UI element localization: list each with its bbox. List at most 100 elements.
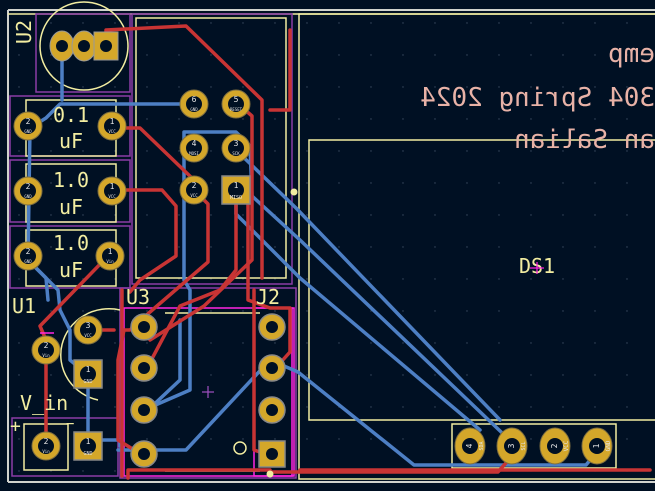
vin-pad-2[interactable]: 2 Vin [31, 431, 61, 461]
board-edge [7, 9, 655, 483]
c3-pad-2[interactable]: 2 GND [13, 241, 43, 271]
c1-pad1-net: VCC [108, 129, 116, 134]
u1-pad-1[interactable]: 1 GND [73, 359, 103, 389]
j2-ref-label: J2 [256, 285, 280, 309]
back-silk-line3: an Salian [514, 125, 655, 155]
j2-pin[interactable] [258, 396, 286, 424]
c2-pad1-num: 1 [110, 182, 115, 191]
c2-value-line2: uF [59, 195, 83, 219]
vin-pad1-net: GND [83, 451, 92, 457]
c2-value-line1: 1.0 [53, 168, 89, 192]
j2-pin[interactable] [258, 313, 286, 341]
u1-pad1-num: 1 [86, 365, 91, 374]
isp-pad-2[interactable]: 2 VCC [179, 175, 209, 205]
isp-pad-3[interactable]: 3 SCK [221, 133, 251, 163]
ds1-anchor-icon [530, 262, 544, 274]
ds1-pin-1[interactable]: 1 GND [581, 427, 613, 465]
c3-value-line2: uF [59, 258, 83, 282]
ds1-pins: 4 SDA 3 SCL 2 VCC 1 GND [454, 427, 613, 465]
back-silk-line2: 304 Spring 2024 [420, 83, 655, 113]
isp-pad1-net: MISO [230, 195, 242, 201]
ds1-pin3-num: 3 [507, 443, 516, 448]
vin-pad1-num: 1 [86, 437, 91, 446]
u3-pin[interactable] [130, 313, 158, 341]
vin-pad-1[interactable]: 1 GND [73, 431, 103, 461]
c1-pad2-net: GND [24, 129, 32, 134]
u2-ref-label: U2 [12, 20, 36, 44]
fab-u3-outer [119, 287, 297, 479]
back-silk-line1: emp [608, 39, 655, 69]
ds1-pin-4[interactable]: 4 SDA [454, 427, 486, 465]
isp-pad4-num: 4 [192, 139, 197, 148]
ds1-pin4-num: 4 [465, 443, 474, 448]
isp-pad1-num: 1 [234, 181, 239, 190]
vin-ref-label: V_in [20, 391, 68, 415]
capacitor-c3: 1.0 uF 2 GND 1 Vin [13, 231, 125, 282]
u1-pad-3[interactable]: 3 VCC [73, 315, 103, 345]
j2-pin[interactable] [258, 354, 286, 382]
c2-pad2-num: 2 [26, 182, 31, 191]
c3-pad2-num: 2 [26, 247, 31, 256]
c1-value-line1: 0.1 [53, 103, 89, 127]
isp-pad3-num: 3 [234, 139, 239, 148]
isp-header: 6 GND 5 RESET 4 MOSI 3 SCK 2 VCC [179, 89, 251, 205]
u2-regulator: U2 [12, 20, 119, 62]
c3-value-line1: 1.0 [53, 231, 89, 255]
u3-pin[interactable] [130, 440, 158, 468]
u3-chip: U3 [126, 285, 214, 468]
ds1-pin1-num: 1 [592, 443, 601, 448]
c3-pad2-net: GND [24, 259, 32, 264]
marker-dot-j2 [266, 470, 274, 478]
ds1-pin-3[interactable]: 3 SCL [496, 427, 528, 465]
vin-pad2-num: 2 [44, 437, 49, 446]
vin-minus-label: − [66, 416, 74, 432]
u1-regulator: U1 2 Vin 3 VCC 1 GND [12, 294, 103, 389]
isp-pad2-num: 2 [192, 181, 197, 190]
u3-center-icon [202, 386, 214, 398]
c2-pad-2[interactable]: 2 GND [13, 176, 43, 206]
u2-pad-1[interactable] [93, 31, 119, 61]
vin-connector: V_in + − 2 Vin 1 GND [10, 391, 103, 461]
isp-pad-1[interactable]: 1 MISO [221, 175, 251, 205]
c2-pad1-net: VCC [108, 194, 116, 199]
c2-pad2-net: GND [24, 194, 32, 199]
u3-ref-label: U3 [126, 285, 150, 309]
u1-pad3-num: 3 [86, 321, 91, 330]
capacitor-c2: 1.0 uF 2 GND 1 VCC [13, 168, 127, 219]
c3-pad-1[interactable]: 1 Vin [95, 241, 125, 271]
j2-pin-1[interactable] [258, 440, 286, 468]
c1-value-line2: uF [59, 129, 83, 153]
marker-dot [290, 188, 298, 196]
ds1-pin3-net: SCL [521, 441, 527, 450]
c1-pad-1[interactable]: 1 VCC [97, 111, 127, 141]
c2-pad-1[interactable]: 1 VCC [97, 176, 127, 206]
c3-pad1-num: 1 [108, 247, 113, 256]
u3-pin[interactable] [130, 354, 158, 382]
isp-pad5-num: 5 [234, 95, 239, 104]
u1-pad1-net: GND [83, 379, 92, 385]
isp-pad-5[interactable]: 5 RESET [221, 89, 251, 119]
ds1-pin4-net: SDA [479, 441, 485, 450]
vin-plus-label: + [10, 416, 21, 437]
u2-pad-2[interactable] [71, 30, 97, 62]
u3-pin[interactable] [130, 396, 158, 424]
vin-pad2-net: Vin [42, 449, 50, 454]
fab-outlines [9, 13, 293, 477]
isp-pad6-net: GND [190, 107, 198, 112]
j2-header: J2 [256, 285, 286, 468]
c1-pad2-num: 2 [26, 117, 31, 126]
isp-pad6-num: 6 [192, 95, 197, 104]
c1-pad-2[interactable]: 2 GND [13, 111, 43, 141]
u1-pad-2[interactable]: 2 Vin [31, 335, 61, 365]
isp-pad-6[interactable]: 6 GND [179, 89, 209, 119]
c1-pad1-num: 1 [110, 117, 115, 126]
isp-pad-4[interactable]: 4 MOSI [179, 133, 209, 163]
ds1-pin-2[interactable]: 2 VCC [539, 427, 571, 465]
u1-pad2-net: Vin [42, 353, 50, 358]
isp-pad3-net: SCK [232, 151, 240, 156]
ds1-pin1-net: GND [605, 440, 612, 451]
u2-pad-3[interactable] [49, 30, 75, 62]
u1-pad2-num: 2 [44, 341, 49, 350]
ds1-pin2-net: VCC [563, 440, 570, 451]
